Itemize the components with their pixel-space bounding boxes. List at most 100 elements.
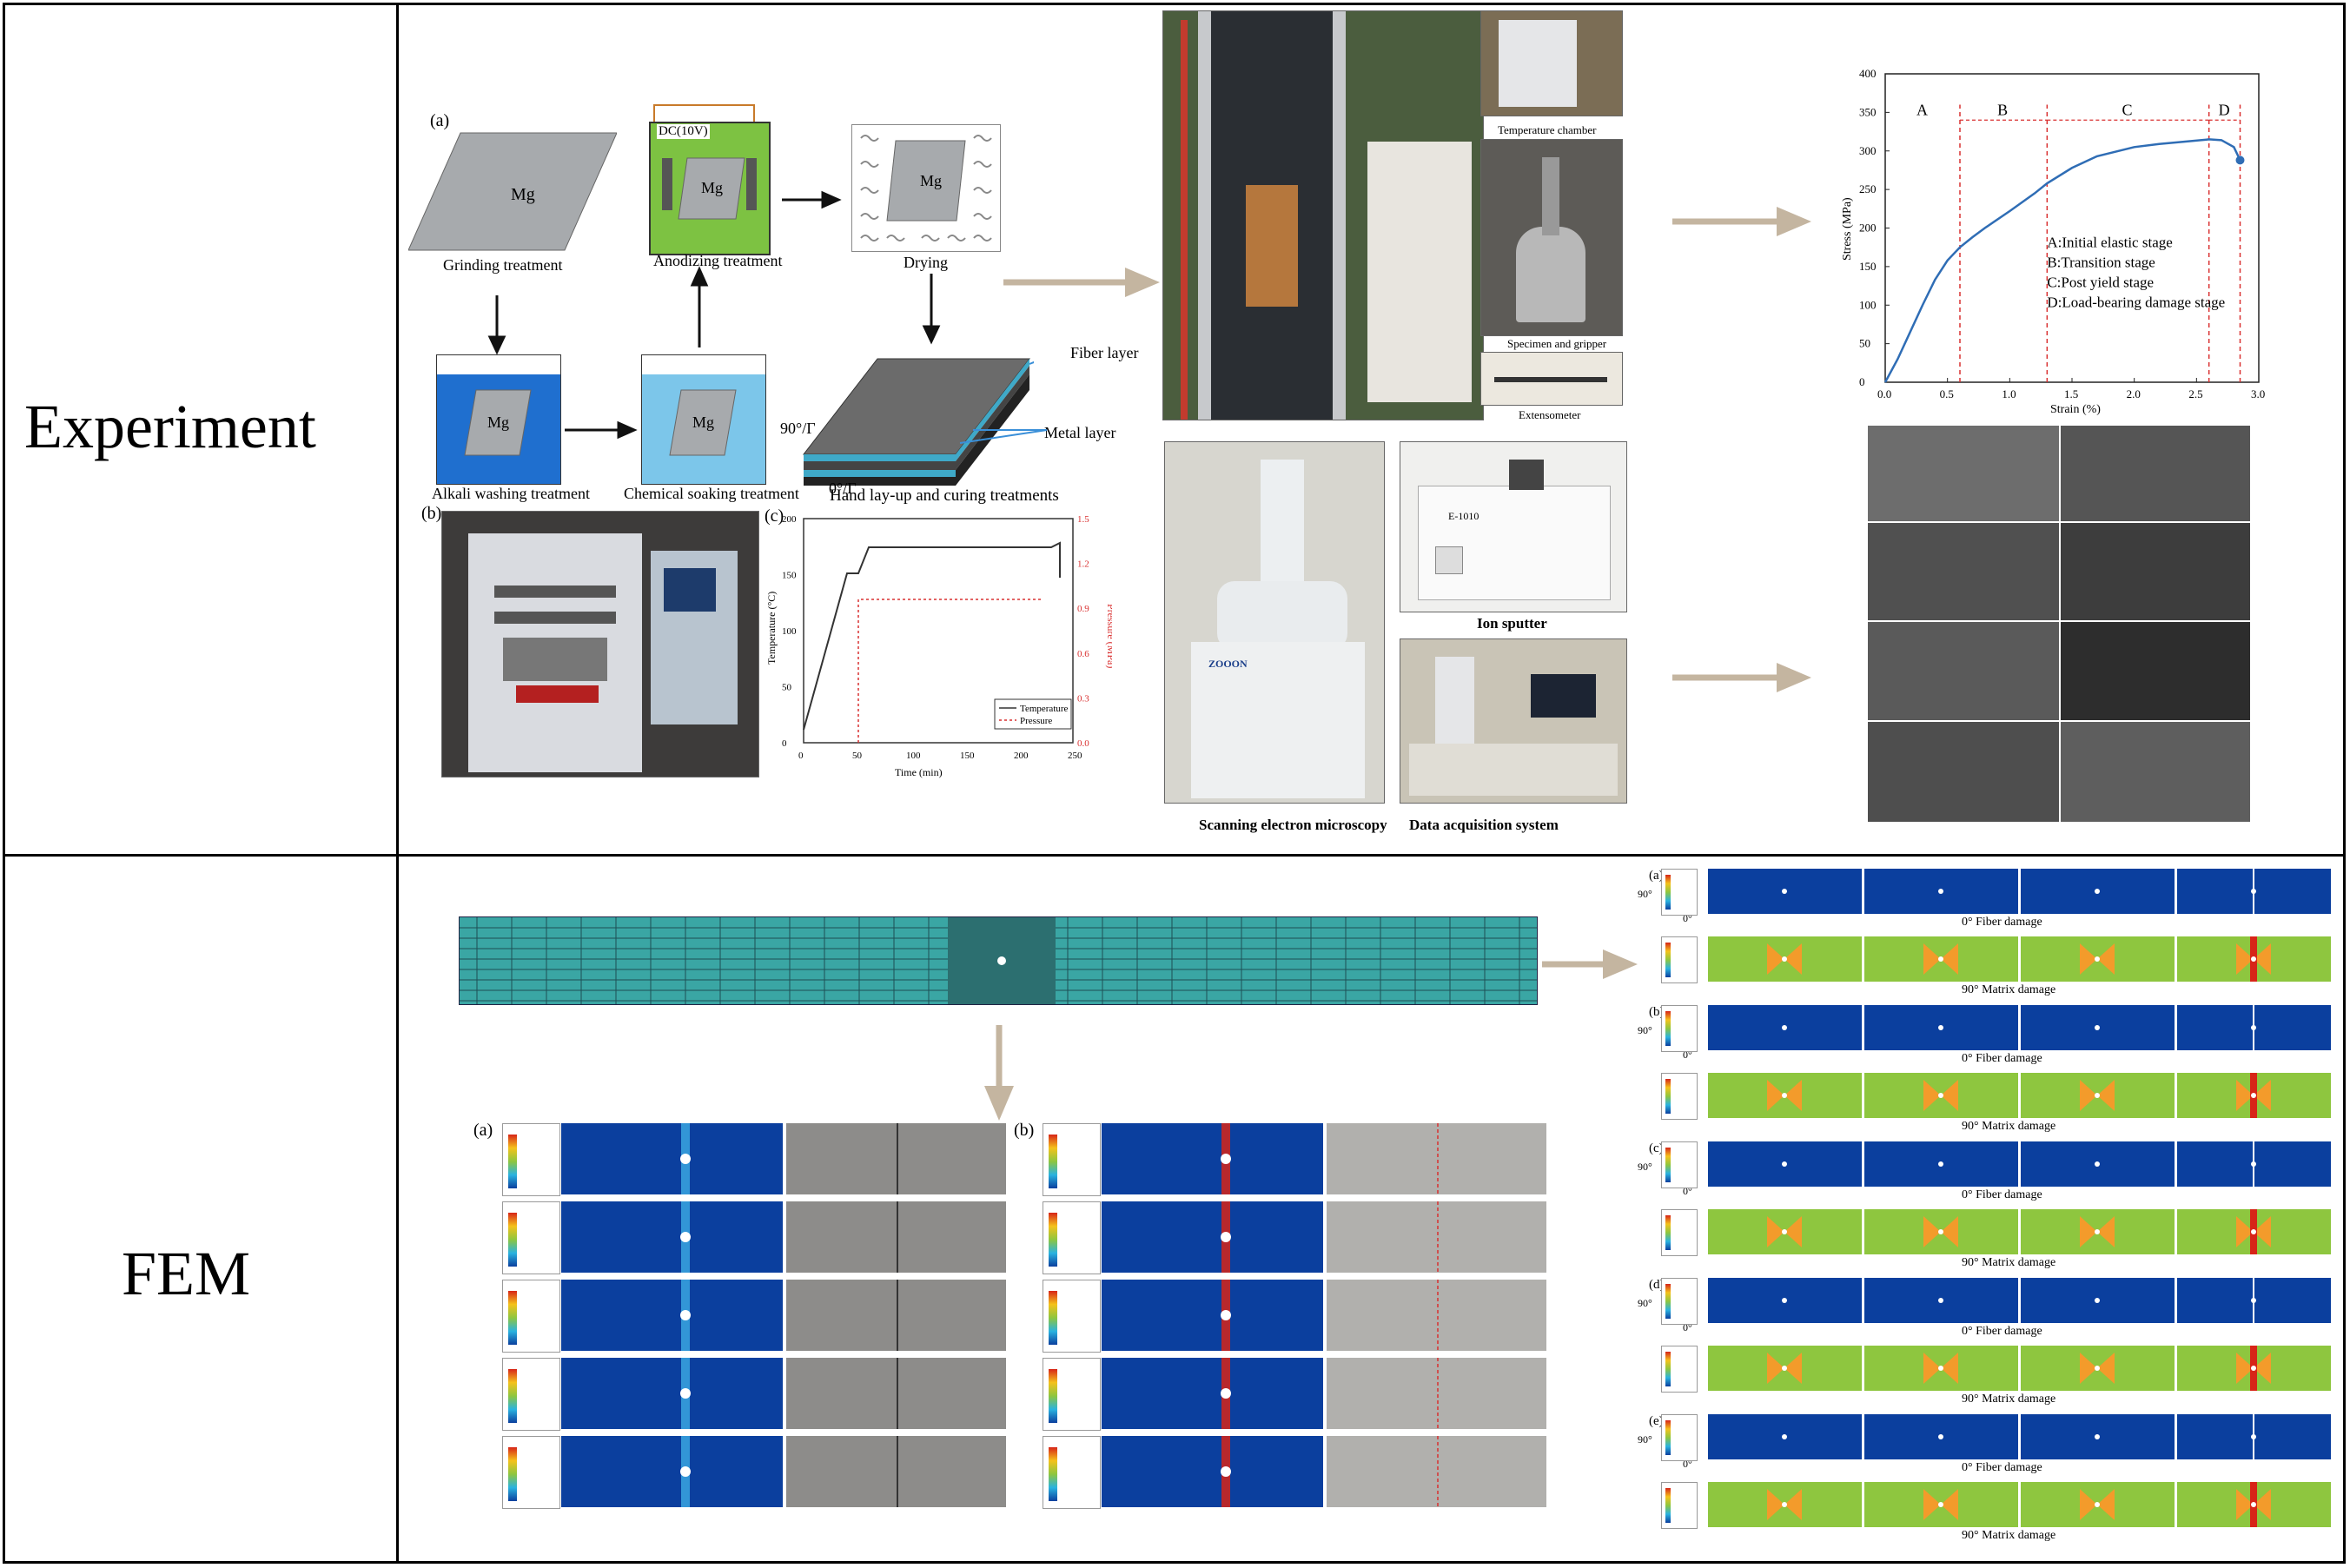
stage-annotation: B:Transition stage [2047,255,2155,271]
fem-simulation-image [1102,1123,1323,1194]
chart-ylabel: Stress (MPa) [1841,197,1854,261]
fem-simulation-image [561,1358,783,1429]
matrix-damage-caption: 90° Matrix damage [1962,1529,2056,1542]
ion-sputter-model: E-1010 [1448,510,1480,522]
fiber-damage-step [2021,1414,2175,1459]
cure-y2-tick: 0.6 [1077,649,1089,659]
grinding-caption: Grinding treatment [443,256,563,274]
experiment-specimen-photo [786,1358,1006,1429]
damage-color-legend [1661,869,1698,916]
chemical-tank: Mg [641,354,766,485]
experiment-specimen-photo [1327,1358,1546,1429]
damage-case-label: (d) [1649,1278,1665,1292]
sem-caption: Scanning electron microscopy [1199,817,1387,833]
stage-annotation: A:Initial elastic stage [2047,235,2172,251]
arrow-to-sem-images [1672,663,1811,692]
stage-label: C [2122,101,2133,118]
prep-panel-a-label: (a) [430,111,450,130]
stage-annotation: C:Post yield stage [2047,275,2154,291]
axis-90-label: 90° [1638,1161,1652,1173]
y-tick-label: 0 [1859,375,1865,388]
stage-annotation: D:Load-bearing damage stage [2047,294,2225,311]
row-divider [3,854,2346,857]
cure-x-tick: 50 [852,751,863,761]
mg-label: Mg [920,172,942,189]
fiber-damage-step [1864,1141,2018,1187]
metal-layer-label: Metal layer [1044,424,1116,441]
hot-press-panel-label: (b) [421,504,442,523]
axis-90-label: 90° [1638,1024,1652,1036]
cure-y-tick: 0 [782,738,787,749]
matrix-damage-step [2021,1209,2175,1254]
matrix-damage-step [1708,1482,1862,1527]
experiment-specimen-photo [786,1201,1006,1273]
damage-color-legend [1661,1141,1698,1188]
x-tick-label: 1.5 [2064,387,2078,400]
cure-x-tick: 100 [906,751,921,761]
fem-mesh-model [459,916,1538,1005]
damage-case-label: (e) [1649,1414,1664,1428]
mg-label: Mg [701,179,723,196]
fiber-damage-step [1864,869,2018,914]
axis-0-label: 0° [1683,1458,1692,1470]
cure-y2label: Pressure (MPa) [1105,604,1112,668]
anodizing-bath: Mg [649,122,771,255]
sem-image [2061,426,2250,521]
experiment-specimen-photo [786,1436,1006,1507]
fem-simulation-image [1102,1358,1323,1429]
specimen-gripper-photo [1480,139,1623,336]
arrow-to-damage-results [1542,949,1638,979]
damage-color-legend [1661,936,1698,983]
fiber-damage-step [2021,1278,2175,1323]
fiber-damage-step [1708,1414,1862,1459]
matrix-damage-step [2177,1073,2331,1118]
alkali-tank: Mg [436,354,561,485]
extensometer-photo [1480,352,1623,406]
dc-label: DC(10V) [657,124,710,139]
sem-photo: ZOOON [1164,441,1385,804]
y-tick-label: 200 [1859,222,1877,235]
figure-frame [3,3,2346,1564]
fem-color-legend [502,1123,560,1196]
damage-color-legend [1661,1346,1698,1393]
axis-0-label: 0° [1683,1321,1692,1333]
layup-caption: Hand lay-up and curing treatments [830,486,1059,505]
axis-0-label: 0° [1683,1185,1692,1197]
fiber-damage-caption: 0° Fiber damage [1962,1188,2042,1201]
sem-image [1868,722,2059,822]
cure-y-tick: 200 [782,514,797,525]
mg-label: Mg [511,185,535,204]
ion-sputter-caption: Ion sputter [1477,615,1547,632]
mg-label: Mg [487,414,509,431]
cure-ylabel: Temperature (°C) [765,592,778,665]
drying-box: Mg [851,124,1001,252]
fem-simulation-image [561,1436,783,1507]
experiment-specimen-photo [1327,1201,1546,1273]
matrix-damage-caption: 90° Matrix damage [1962,1393,2056,1406]
fiber-damage-step [2177,1414,2331,1459]
daq-photo [1400,638,1627,804]
fem-simulation-image [561,1123,783,1194]
fem-simulation-image [1102,1436,1323,1507]
specimen-gripper-caption: Specimen and gripper [1507,337,1607,350]
x-tick-label: 0.5 [1940,387,1954,400]
matrix-damage-caption: 90° Matrix damage [1962,1120,2056,1133]
fem-color-legend [1043,1358,1101,1431]
process-arrows [487,190,941,440]
matrix-damage-step [1708,1073,1862,1118]
matrix-damage-step [1708,1346,1862,1391]
experiment-specimen-photo [786,1280,1006,1351]
x-tick-label: 0.0 [1877,387,1891,400]
extensometer-caption: Extensometer [1519,408,1581,421]
cure-y-tick: 100 [782,626,797,637]
fiber-damage-step [1708,1005,1862,1050]
matrix-damage-step [2021,936,2175,982]
temperature-line [803,541,1061,731]
cure-xlabel: Time (min) [895,766,943,778]
fem-color-legend [502,1201,560,1274]
damage-color-legend [1661,1209,1698,1256]
angle-90-label: 90°/Γ [780,420,816,437]
daq-caption: Data acquisition system [1409,817,1559,833]
sem-image [1868,426,2059,521]
